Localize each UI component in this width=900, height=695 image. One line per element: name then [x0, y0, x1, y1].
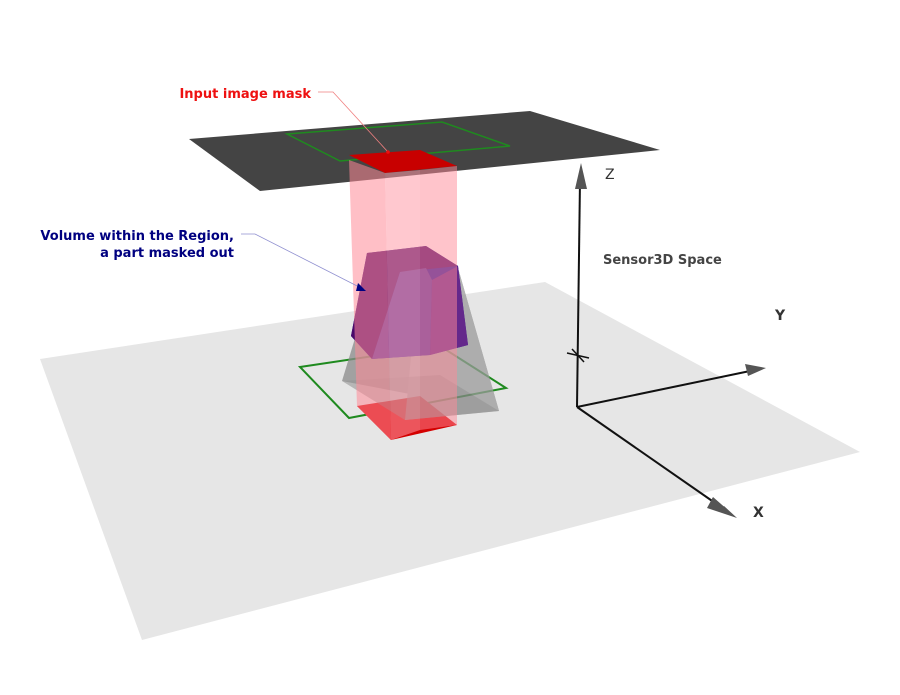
y-axis-arrow-icon [745, 364, 766, 376]
x-axis-line [576, 406, 719, 506]
x-axis-arrow-icon-body [707, 497, 737, 518]
input-mask-label: Input image mask [179, 87, 311, 102]
input-image-mask [349, 150, 457, 173]
y-axis-label: Y [774, 308, 786, 324]
floor-plane [40, 282, 860, 640]
input-mask-leader-line [318, 91, 389, 153]
z-axis-line [576, 179, 581, 408]
space-label: Sensor3D Space [603, 253, 722, 268]
z-axis-label: Z [605, 167, 615, 183]
mask-projection-beam [349, 160, 457, 440]
x-axis-label: X [753, 505, 764, 521]
volume-leader-line [241, 233, 366, 291]
volume-label-line2: a part masked out [100, 246, 234, 261]
volume-label-line1: Volume within the Region, [40, 229, 234, 244]
volume-leader-arrowhead [356, 283, 366, 291]
z-axis-arrow-icon [575, 163, 587, 189]
image-plane [189, 111, 660, 191]
z-axis-tick-cross [571, 348, 585, 363]
y-axis-line [576, 370, 751, 408]
coordinate-axes [566, 179, 751, 506]
image-region-outline [284, 121, 511, 162]
input-mask-leader-dot [386, 150, 390, 154]
